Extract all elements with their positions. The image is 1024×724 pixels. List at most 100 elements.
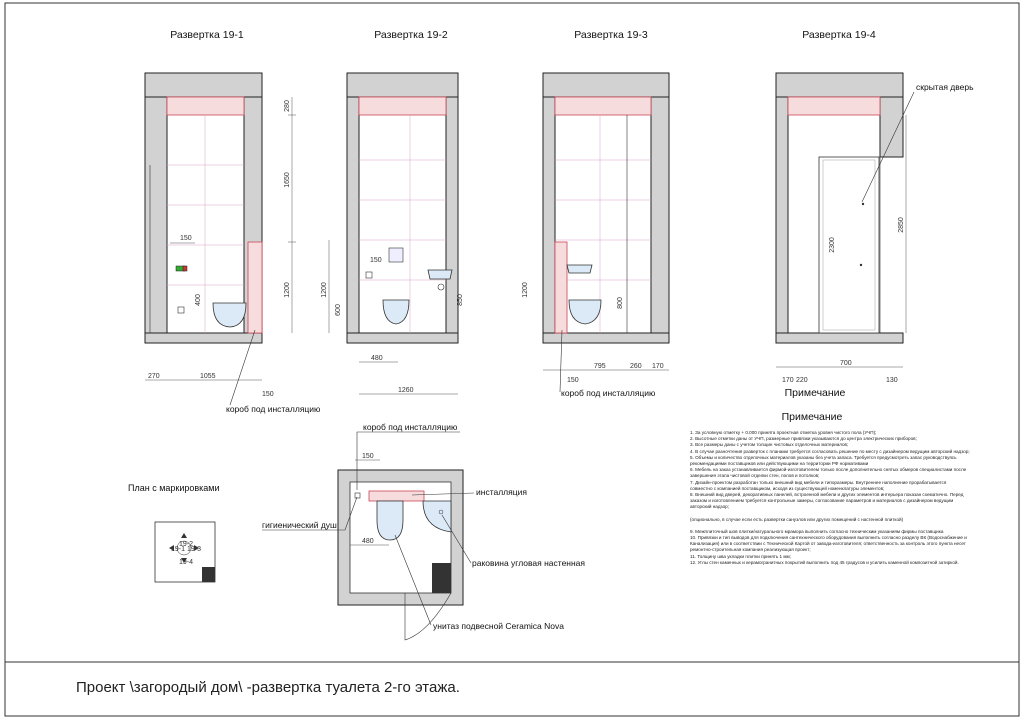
dim-1650: 1650	[284, 172, 291, 188]
elevation-19-1: 280 1650 1200 400 150 270 1055 150 короб…	[144, 72, 321, 414]
installation-box	[554, 241, 568, 334]
note-item-2: 2. Высотные отметки даны от УЧП, размерн…	[690, 436, 917, 442]
dim-1200: 1200	[321, 282, 328, 298]
dim-280: 280	[284, 100, 291, 112]
label-toilet: унитаз подвесной Ceramica Nova	[433, 621, 564, 631]
dim-1200: 1200	[522, 282, 529, 298]
valve-icon	[177, 306, 185, 314]
dim-plan-150: 150	[362, 453, 374, 460]
dim-2850: 2850	[898, 217, 905, 233]
door-handle-icon	[861, 202, 865, 206]
label-box-installation: короб под инсталляцию	[226, 404, 321, 414]
mini-194: 19-4	[179, 559, 193, 566]
ceiling-slab	[775, 72, 904, 98]
ceiling-hatch	[787, 96, 881, 116]
note-item-7: 7. Дизайн-проектом разработан только вне…	[690, 479, 947, 491]
elevation-19-3: 1200 800 795 260 170 150 короб под инста…	[522, 72, 670, 398]
dim-850: 850	[457, 294, 464, 306]
leader-hidden-door	[861, 91, 915, 203]
left-wall	[346, 96, 360, 334]
view-title-19-4: Развертка 19-4	[802, 29, 876, 41]
left-wall	[144, 96, 168, 334]
hidden-door	[818, 156, 880, 334]
right-wall-top	[879, 96, 904, 158]
right-wall	[650, 96, 670, 334]
label-hidden-door: скрытая дверь	[916, 82, 974, 92]
label-box-installation-3: короб под инсталляцию	[561, 388, 656, 398]
sheet-frame	[4, 2, 1020, 717]
note-item-12: 12. Углы стен каменных и керамогранитных…	[690, 559, 959, 565]
ceiling-hatch	[554, 96, 652, 116]
note-item-1: 1. За условную отметку + 0.000 принята п…	[690, 430, 877, 435]
dim-220: 220	[796, 377, 808, 384]
floor-slab	[542, 332, 670, 344]
mini-193: 19-3	[187, 546, 201, 553]
plan-corner-sink-icon	[422, 500, 452, 533]
note-item-11: 11. Толщину шва укладки плитки принять 1…	[690, 553, 791, 559]
label-corner-sink: раковина угловая настенная	[472, 558, 585, 568]
sink-icon	[566, 264, 593, 274]
dim-795: 795	[594, 363, 606, 370]
view-title-19-1: Развертка 19-1	[170, 29, 244, 41]
ceiling-slab	[346, 72, 459, 98]
plan-door-swing	[404, 592, 452, 641]
ceiling-hatch	[166, 96, 245, 116]
note-item-8: 8. Внешний вид дверей, декоративных пане…	[690, 492, 964, 510]
dim-1260: 1260	[398, 387, 414, 394]
note-item-10: 10. Привязки и тип выводов для подключен…	[690, 535, 967, 553]
view-title-19-3: Развертка 19-3	[574, 29, 648, 41]
toilet-icon	[212, 302, 247, 328]
floor-slab	[144, 332, 263, 344]
plan-markings-title: План с маркировками	[128, 483, 220, 493]
note-item-3: 3. Все размеры даны с учетом толщин чист…	[690, 442, 849, 448]
drain-icon	[437, 283, 445, 291]
dim-480: 480	[371, 355, 383, 362]
note-item-5: 5. Объемы и количество отделочных матери…	[690, 454, 957, 467]
wall-tiles	[555, 115, 651, 333]
ceiling-slab	[144, 72, 263, 98]
project-title: Проект \загородый дом\ -развертка туалет…	[76, 679, 460, 696]
plan-shower-icon	[354, 492, 361, 499]
note-item-6: 6. Мебель на заказ устанавливается фирмо…	[690, 467, 967, 479]
note-heading-2: Примечание	[782, 411, 843, 423]
dim-150: 150	[567, 377, 579, 384]
notes-list: 1. За условную отметку + 0.000 принята п…	[690, 430, 970, 566]
floor-plan: 150 480 короб под инсталляцию инсталляци…	[262, 422, 585, 641]
dim-150-shower: 150	[180, 235, 192, 242]
toilet-icon	[382, 299, 410, 325]
sink-icon	[427, 269, 453, 280]
plan-toilet-icon	[376, 500, 404, 541]
dim-800: 800	[617, 297, 624, 309]
dim-170: 170	[652, 363, 664, 370]
dim-150: 150	[370, 257, 382, 264]
dim-1055: 1055	[200, 373, 216, 380]
dim-2300: 2300	[829, 237, 836, 253]
plan-installation	[368, 490, 425, 502]
dim-150-bottom: 150	[262, 391, 274, 398]
left-wall	[542, 96, 556, 334]
dim-400: 400	[195, 294, 202, 306]
dim-170: 170	[782, 377, 794, 384]
mini-192: 19-2	[179, 541, 193, 548]
dim-260: 260	[630, 363, 642, 370]
dim-130: 130	[886, 377, 898, 384]
floor-slab	[775, 332, 904, 344]
dim-700: 700	[840, 360, 852, 367]
ceiling-slab	[542, 72, 670, 98]
label-installation: инсталляция	[476, 487, 527, 497]
elevation-19-2: 1200 600 850 150 480 1260	[321, 72, 464, 395]
note-item-4: 4. В случае разночтения разверток с план…	[690, 448, 970, 454]
note-item-9: 9. Межплиточный шов плитки/натурального …	[690, 528, 944, 534]
shower-valve-icon	[365, 271, 373, 279]
note-optional: (опционально, в случае если есть разверт…	[690, 516, 904, 522]
label-box-installation-plan: короб под инсталляцию	[363, 422, 458, 432]
flush-plate-icon	[388, 247, 404, 263]
ceiling-hatch	[358, 96, 447, 116]
wall-tiles	[167, 115, 244, 333]
floor-slab	[346, 332, 459, 344]
plan-column	[432, 563, 451, 593]
note-heading-1: Примечание	[785, 387, 846, 399]
dim-1200: 1200	[284, 282, 291, 298]
label-hygienic-shower: гигиенический душ	[262, 520, 337, 530]
installation-box	[247, 241, 263, 334]
